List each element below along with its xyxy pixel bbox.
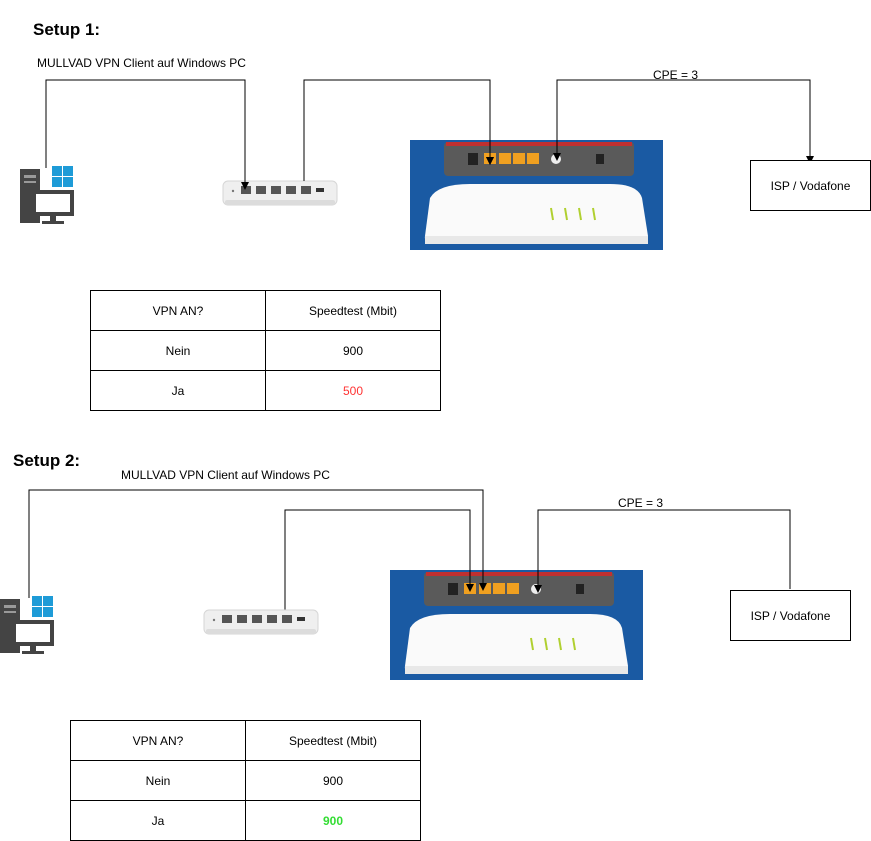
vpn-cell: Ja — [90, 370, 266, 411]
network-switch-icon — [222, 180, 338, 206]
header-vpn: VPN AN? — [70, 720, 246, 761]
table-row: Ja 900 — [70, 800, 421, 841]
windows-pc-icon — [20, 166, 74, 224]
windows-pc-icon — [0, 596, 54, 654]
setup2-isp-label: ISP / Vodafone — [750, 608, 831, 623]
header-vpn: VPN AN? — [90, 290, 266, 331]
setup1-isp-box: ISP / Vodafone — [750, 160, 871, 211]
setup2-speed-table: VPN AN? Speedtest (Mbit) Nein 900 Ja 900 — [70, 720, 421, 841]
table-row: Ja 500 — [90, 370, 441, 411]
fritzbox-router-icon — [410, 140, 663, 250]
setup2-pc-label: MULLVAD VPN Client auf Windows PC — [121, 468, 330, 482]
speed-cell-highlight: 900 — [245, 800, 421, 841]
setup1-cpe-label: CPE = 3 — [653, 68, 699, 82]
table-header-row: VPN AN? Speedtest (Mbit) — [70, 720, 421, 761]
speed-cell: 900 — [265, 330, 441, 371]
vpn-cell: Nein — [90, 330, 266, 371]
table-header-row: VPN AN? Speedtest (Mbit) — [90, 290, 441, 331]
header-speed: Speedtest (Mbit) — [265, 290, 441, 331]
fritzbox-router-icon — [390, 570, 643, 680]
header-speed: Speedtest (Mbit) — [245, 720, 421, 761]
setup1-title: Setup 1: — [33, 20, 101, 39]
setup2-isp-box: ISP / Vodafone — [730, 590, 851, 641]
table-row: Nein 900 — [70, 760, 421, 801]
network-switch-icon — [203, 609, 319, 635]
setup1-pc-label: MULLVAD VPN Client auf Windows PC — [37, 56, 246, 70]
setup2-title: Setup 2: — [13, 451, 81, 470]
vpn-cell: Nein — [70, 760, 246, 801]
speed-cell-highlight: 500 — [265, 370, 441, 411]
setup1-speed-table: VPN AN? Speedtest (Mbit) Nein 900 Ja 500 — [90, 290, 441, 411]
speed-cell: 900 — [245, 760, 421, 801]
setup1-isp-label: ISP / Vodafone — [770, 178, 851, 193]
table-row: Nein 900 — [90, 330, 441, 371]
vpn-cell: Ja — [70, 800, 246, 841]
setup2-cpe-label: CPE = 3 — [618, 496, 664, 510]
